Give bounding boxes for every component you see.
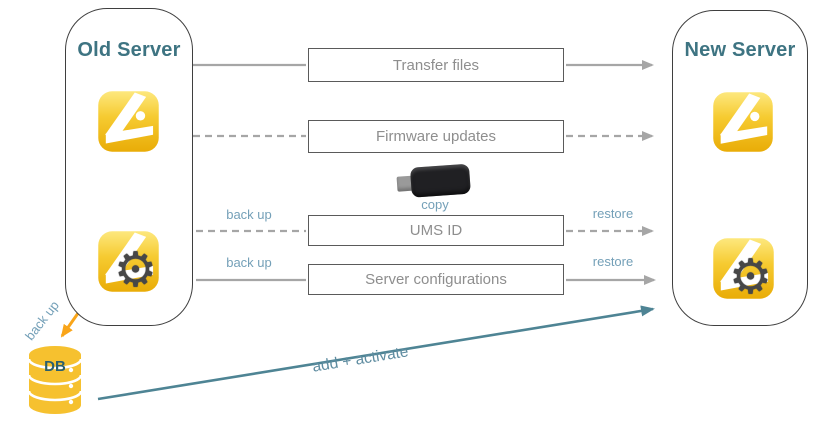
old-server-title: Old Server — [77, 39, 181, 61]
new-server-title: New Server — [684, 39, 796, 61]
old-server-igel-app-icon — [98, 91, 159, 152]
database-cylinder-icon — [28, 346, 82, 414]
old-server-gear-icon: ⚙ — [114, 242, 158, 298]
ums-id-backup-label: back up — [226, 207, 272, 222]
db-label: DB — [44, 358, 66, 375]
ums-id-label: UMS ID — [409, 222, 463, 239]
flow-box-ums-id: UMS ID — [308, 215, 564, 246]
server-config-restore-label: restore — [592, 254, 634, 269]
add-activate-arrow — [97, 305, 655, 401]
old-server-igel-config-icon — [98, 231, 159, 292]
transfer-files-label: Transfer files — [392, 56, 480, 74]
new-server-igel-app-icon — [713, 92, 773, 152]
flow-box-server-configurations: Server configurations — [308, 264, 564, 295]
new-server-gear-icon: ⚙ — [729, 249, 773, 305]
server-config-backup-label: back up — [226, 255, 272, 270]
ums-id-restore-label: restore — [592, 206, 634, 221]
server-configurations-label: Server configurations — [365, 271, 507, 288]
firmware-updates-label: Firmware updates — [375, 128, 497, 145]
flow-box-transfer-files: Transfer files — [308, 48, 564, 82]
new-server-igel-config-icon — [713, 238, 774, 299]
usb-body — [409, 163, 471, 198]
flow-box-firmware-updates: Firmware updates — [308, 120, 564, 153]
usb-copy-label: copy — [421, 197, 449, 212]
